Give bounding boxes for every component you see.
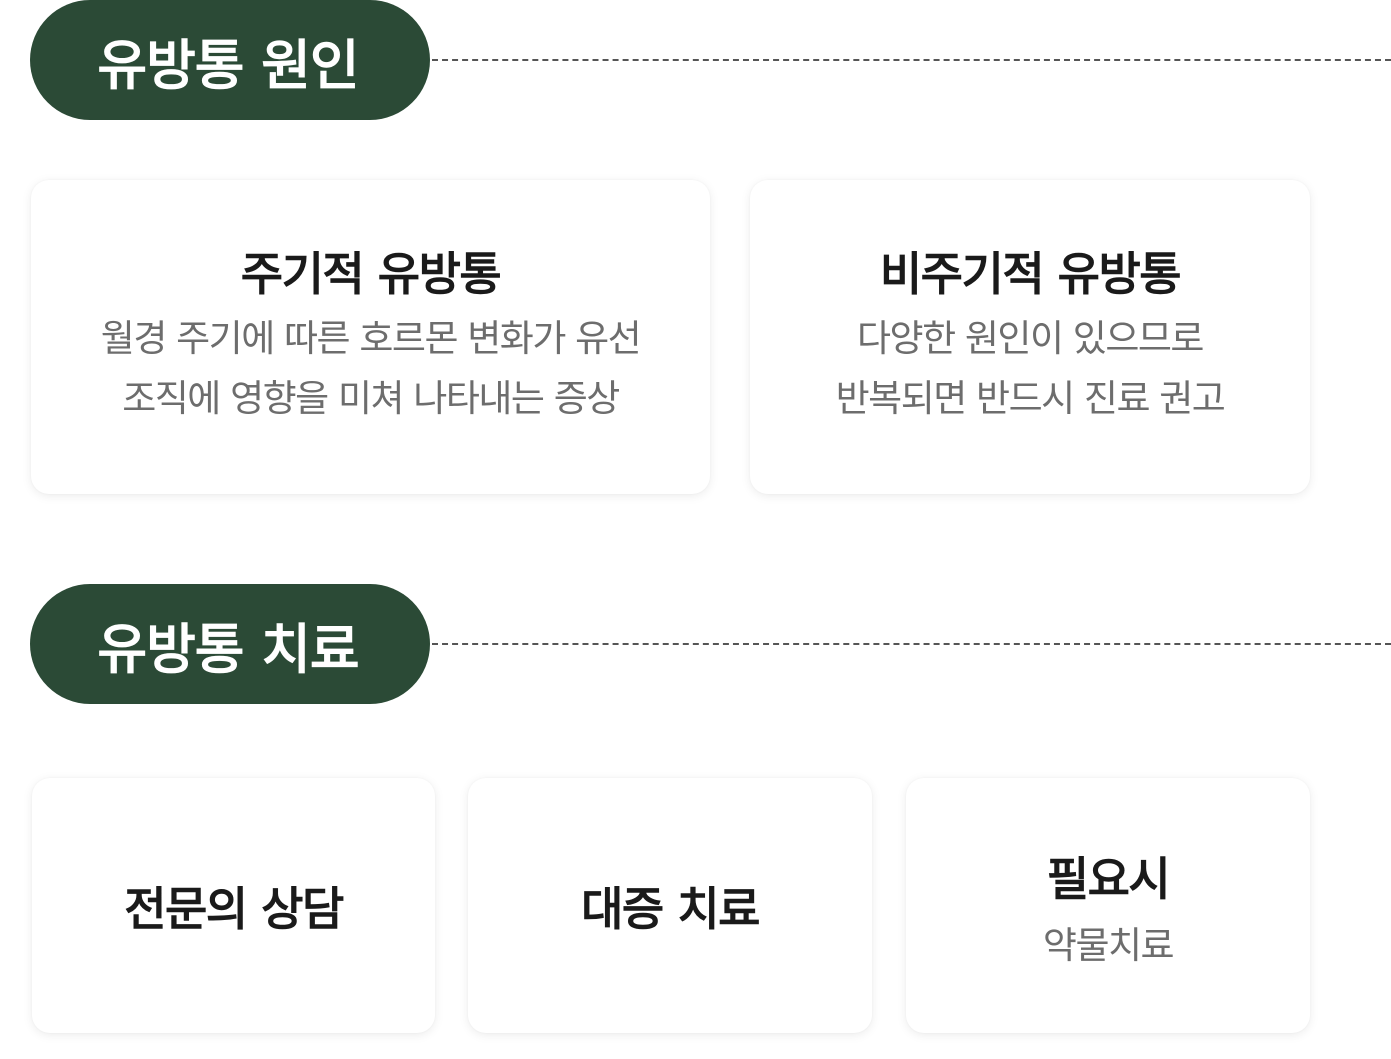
treatment-heading: 유방통 치료 bbox=[97, 617, 359, 681]
cause-heading-pill: 유방통 원인 bbox=[30, 0, 430, 120]
treatment-card-medication: 필요시 약물치료 bbox=[906, 778, 1310, 1033]
treatment-divider-line bbox=[432, 643, 1391, 645]
cause-card-nonperiodic: 비주기적 유방통 다양한 원인이 있으므로 반복되면 반드시 진료 권고 bbox=[750, 180, 1310, 494]
treatment-card-subtitle: 약물치료 bbox=[1042, 923, 1175, 967]
cause-divider-line bbox=[432, 59, 1391, 61]
treatment-card-title: 전문의 상담 bbox=[124, 881, 344, 936]
treatment-card-symptomatic: 대증 치료 bbox=[468, 778, 872, 1033]
treatment-card-consult: 전문의 상담 bbox=[32, 778, 435, 1033]
cause-card-title: 주기적 유방통 bbox=[240, 247, 502, 302]
treatment-card-title: 필요시 bbox=[1046, 851, 1171, 906]
cause-card-desc: 다양한 원인이 있으므로 반복되면 반드시 진료 권고 bbox=[835, 316, 1226, 420]
cause-card-title: 비주기적 유방통 bbox=[879, 247, 1182, 302]
treatment-card-title: 대증 치료 bbox=[581, 881, 760, 936]
cause-card-desc: 월경 주기에 따른 호르몬 변화가 유선 조직에 영향을 미쳐 나타내는 증상 bbox=[100, 316, 642, 420]
cause-section-header: 유방통 원인 bbox=[0, 0, 1391, 120]
cause-heading: 유방통 원인 bbox=[97, 33, 359, 97]
treatment-heading-pill: 유방통 치료 bbox=[30, 584, 430, 704]
cause-card-periodic: 주기적 유방통 월경 주기에 따른 호르몬 변화가 유선 조직에 영향을 미쳐 … bbox=[31, 180, 710, 494]
treatment-section-header: 유방통 치료 bbox=[0, 584, 1391, 704]
